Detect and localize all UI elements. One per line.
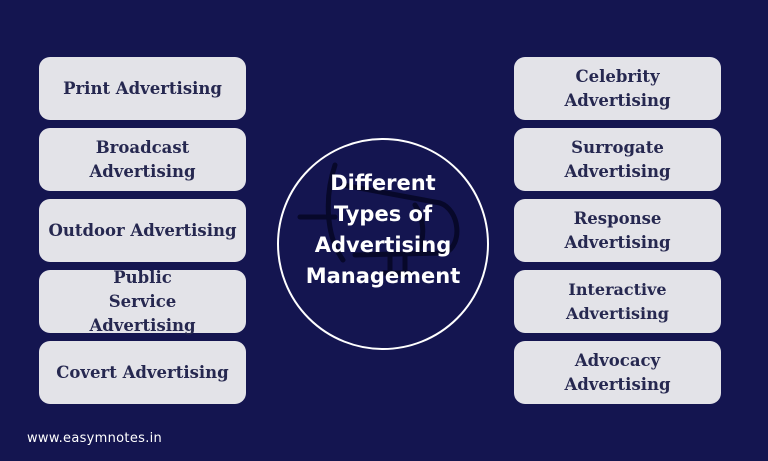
type-box-print: Print Advertising <box>39 57 246 120</box>
type-box-public-service: Public Service Advertising <box>39 268 246 335</box>
title-line: Management <box>305 264 461 288</box>
type-box-outdoor: Outdoor Advertising <box>39 199 246 262</box>
footer-url: www.easymnotes.in <box>27 431 163 446</box>
type-box-response: Response Advertising <box>514 199 721 262</box>
center-title: Different Types of Advertising Managemen… <box>277 168 489 292</box>
type-box-celebrity: Celebrity Advertising <box>514 57 721 120</box>
megaphone-icon <box>297 162 460 278</box>
title-line: Different <box>330 171 436 195</box>
title-line: Advertising <box>314 233 452 257</box>
title-line: Types of <box>333 202 433 226</box>
type-box-advocacy: Advocacy Advertising <box>514 341 721 404</box>
type-box-surrogate: Surrogate Advertising <box>514 128 721 191</box>
type-box-interactive: Interactive Advertising <box>514 270 721 333</box>
type-box-broadcast: Broadcast Advertising <box>39 128 246 191</box>
type-box-covert: Covert Advertising <box>39 341 246 404</box>
center-circle <box>277 138 489 350</box>
